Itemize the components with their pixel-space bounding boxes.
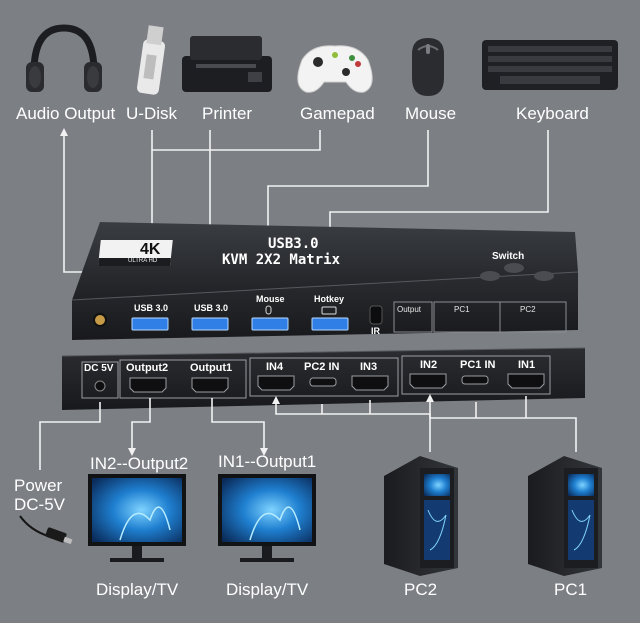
switch-title-line2: KVM 2X2 Matrix <box>222 252 341 268</box>
port-label-usb-2: USB 3.0 <box>194 303 229 313</box>
label-mouse: Mouse <box>405 104 457 123</box>
led-group-pc1: PC1 <box>454 305 470 314</box>
label-printer: Printer <box>202 104 253 123</box>
pc1-tower-icon <box>528 456 602 576</box>
uhd-badge <box>98 240 173 266</box>
badge-4k: 4K <box>140 241 161 258</box>
label-gamepad: Gamepad <box>300 104 375 123</box>
label-pc2: PC2 <box>404 580 438 599</box>
port-label-pc2-in: PC2 IN <box>304 361 340 373</box>
port-label-output1: Output1 <box>190 362 233 374</box>
mouse-icon <box>412 38 444 96</box>
port-label-in3: IN3 <box>360 361 378 373</box>
audio-jack-icon <box>93 313 107 327</box>
ir-receiver-icon <box>369 305 383 325</box>
led-panels <box>393 301 567 333</box>
port-label-ir: IR <box>371 326 380 336</box>
gamepad-icon <box>297 45 373 93</box>
kvm-switch-rear <box>61 347 586 410</box>
switch-title-line1: USB3.0 <box>268 236 319 252</box>
led-group-pc2: PC2 <box>520 305 536 314</box>
port-label-hotkey: Hotkey <box>314 294 345 304</box>
label-pc1: PC1 <box>554 580 588 599</box>
port-label-output2: Output2 <box>126 362 169 374</box>
port-label-usb-1: USB 3.0 <box>134 303 169 313</box>
port-label-dc-5v: DC 5V <box>84 363 114 374</box>
label-display-a: Display/TV <box>96 580 179 599</box>
label-route-in2-output2: IN2--Output2 <box>90 454 189 473</box>
power-cable-icon <box>19 515 73 545</box>
port-label-in4: IN4 <box>266 361 284 373</box>
led-group-output: Output <box>397 305 422 314</box>
port-label-in2: IN2 <box>420 359 438 371</box>
display-b-icon <box>218 474 316 562</box>
top-connection-lines <box>60 128 549 304</box>
badge-ultra-hd: ULTRA HD <box>128 258 158 264</box>
front-usb-ports <box>131 317 349 331</box>
label-display-b: Display/TV <box>226 580 309 599</box>
label-route-in1-output1: IN1--Output1 <box>218 452 317 471</box>
label-power-dc: DC-5V <box>14 495 66 514</box>
headphones-icon <box>26 24 102 92</box>
label-u-disk: U-Disk <box>126 104 177 123</box>
pc2-tower-icon <box>384 456 458 576</box>
usb-drive-icon <box>136 25 166 95</box>
keyboard-icon <box>482 40 618 90</box>
label-power: Power <box>14 476 63 495</box>
switch-label: Switch <box>492 251 525 262</box>
label-keyboard: Keyboard <box>516 104 589 123</box>
display-a-icon <box>88 474 186 562</box>
switch-buttons <box>480 263 554 281</box>
port-label-mouse: Mouse <box>256 294 285 304</box>
label-audio-output: Audio Output <box>16 104 116 123</box>
port-label-in1: IN1 <box>518 359 536 371</box>
port-label-pc1-in: PC1 IN <box>460 359 496 371</box>
bottom-connection-lines <box>39 394 577 470</box>
mouse-glyph-icon <box>265 305 272 315</box>
printer-icon <box>182 36 272 92</box>
keyboard-glyph-icon <box>321 306 337 315</box>
